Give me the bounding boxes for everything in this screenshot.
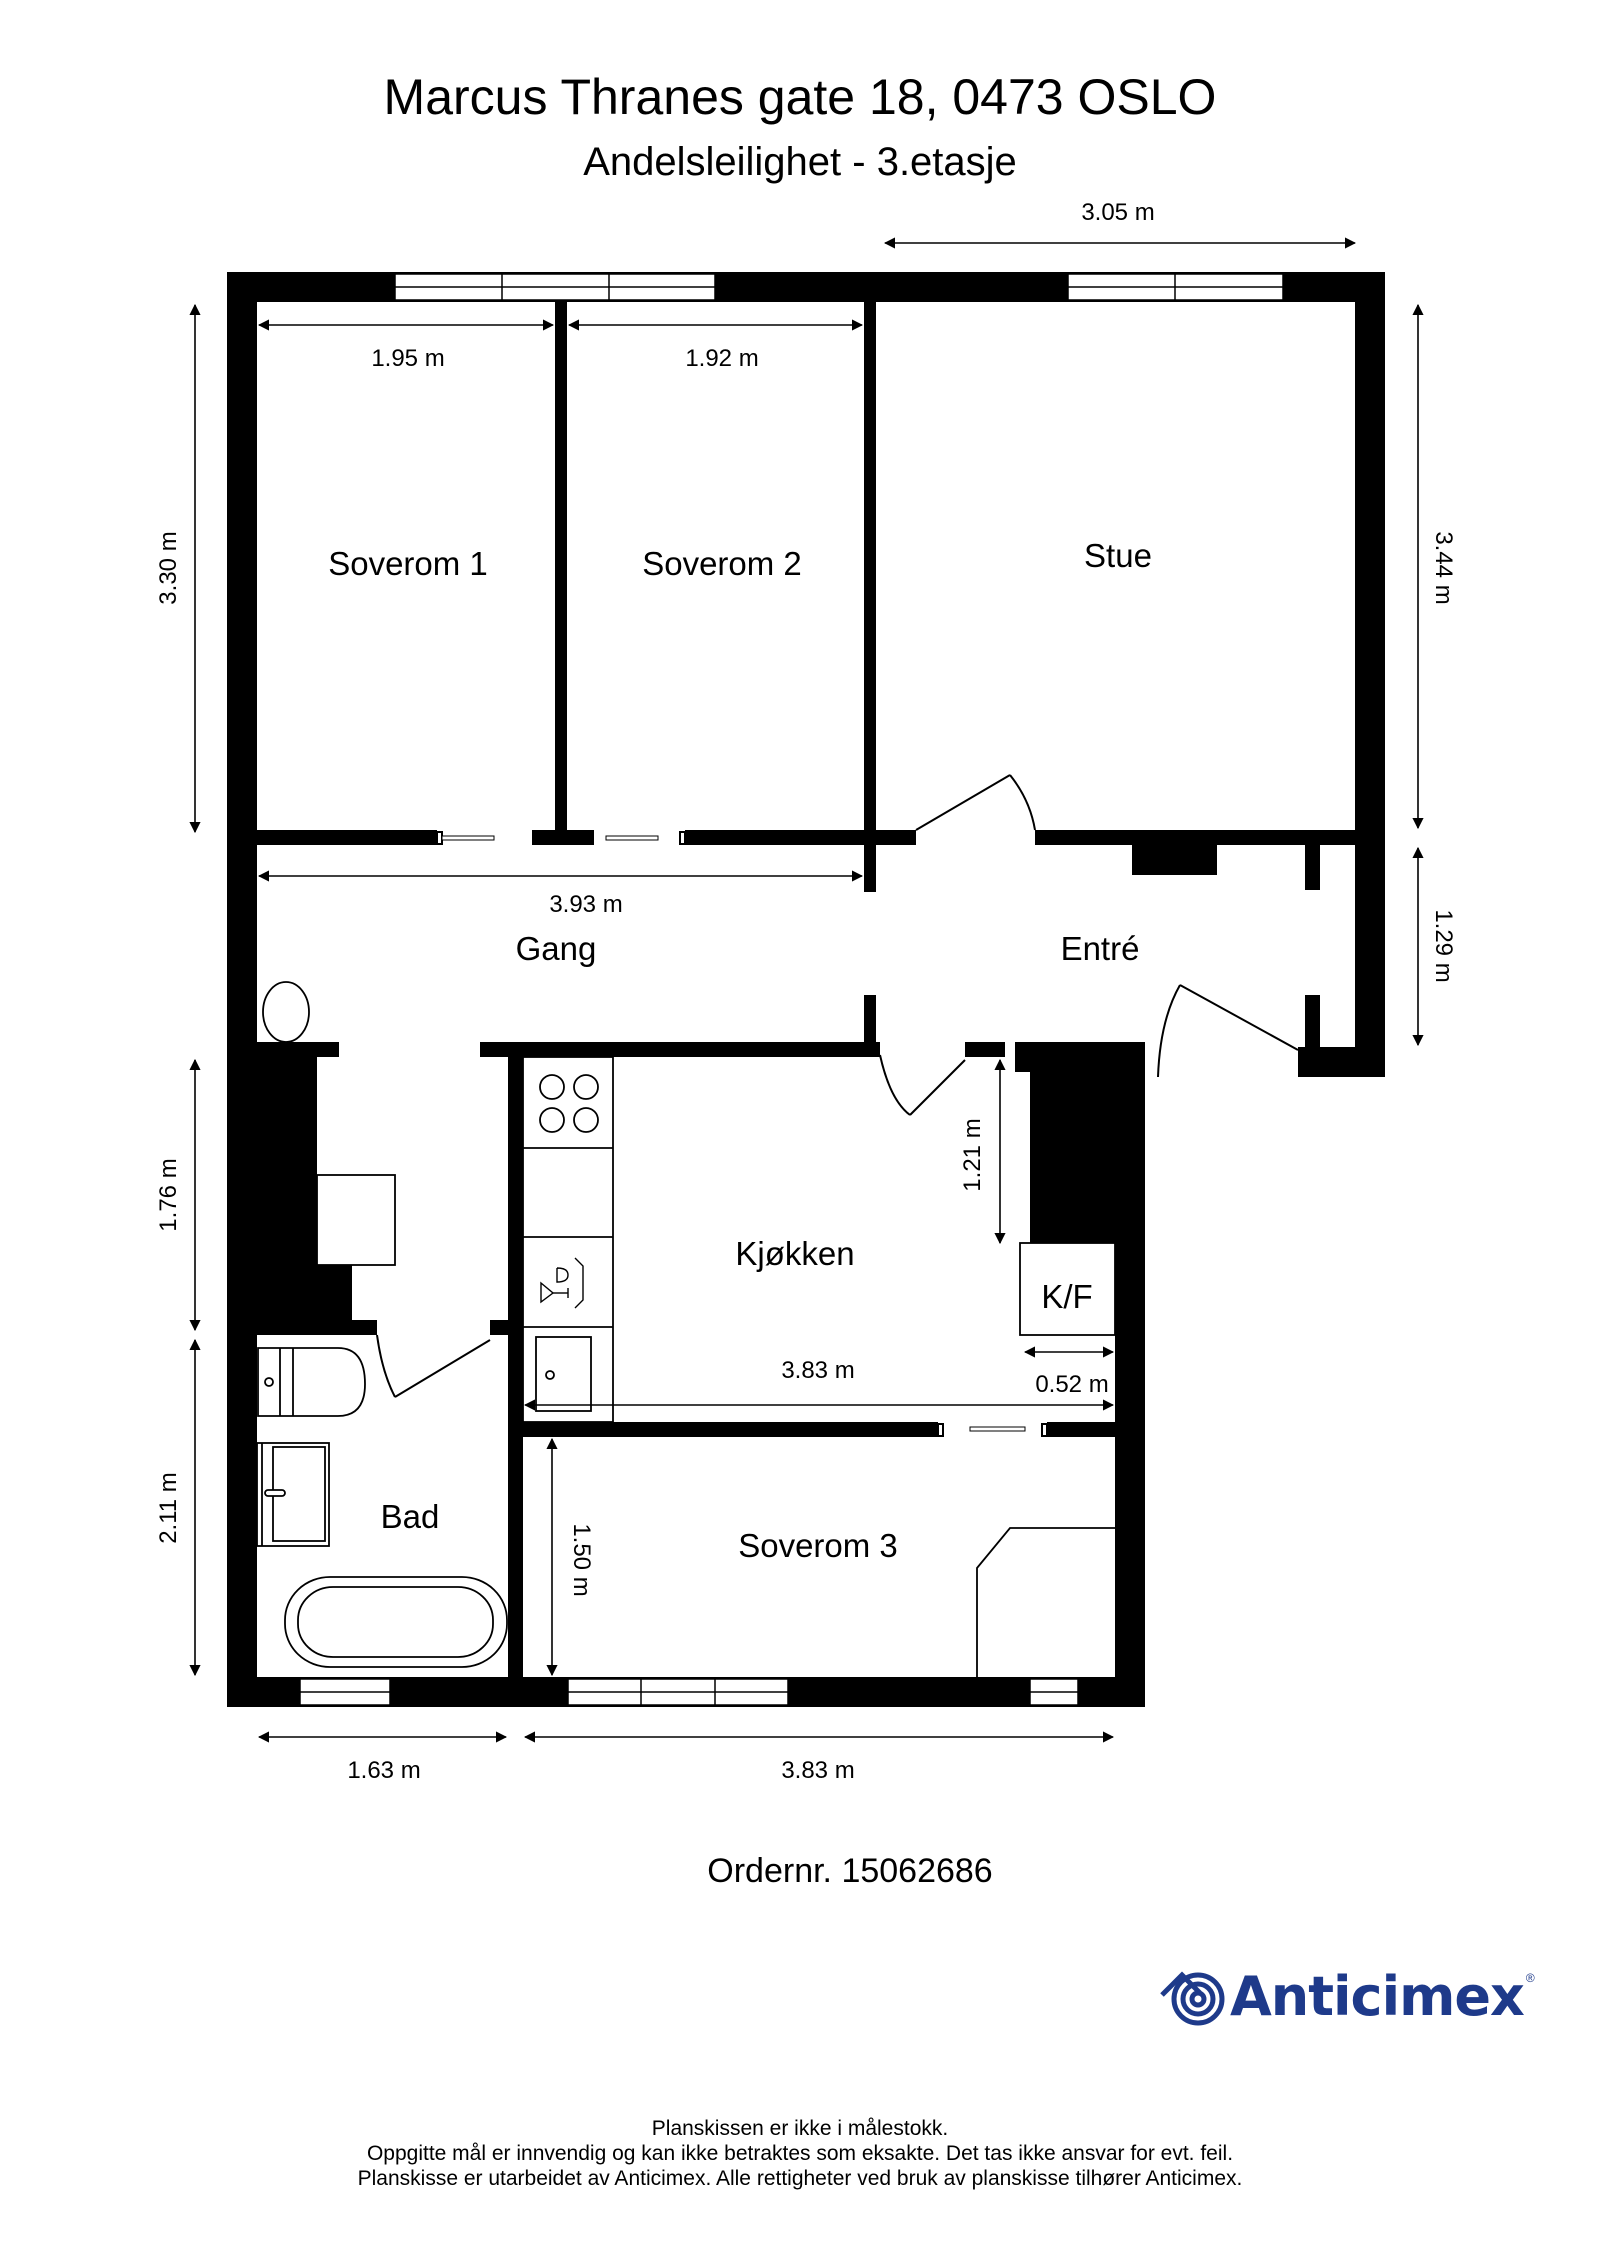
window-soverom — [394, 273, 716, 301]
kf-box — [1019, 1242, 1116, 1336]
logo-text: Anticimex — [1230, 1965, 1525, 2028]
cabinet — [316, 1174, 396, 1266]
dimension-lines — [189, 237, 1424, 1743]
doors — [376, 774, 1299, 1437]
window-soverom3 — [567, 1678, 789, 1706]
anticimex-logo: Anticimex ® — [1160, 1965, 1535, 2028]
window-stue — [1067, 273, 1284, 301]
dim-entre-height: 1.29 m — [1430, 909, 1457, 982]
dim-left-top-height: 3.30 m — [155, 531, 182, 604]
sink-icon — [535, 1336, 592, 1412]
dim-bad-width: 1.63 m — [347, 1757, 420, 1784]
room-label-soverom3: Soverom 3 — [738, 1527, 898, 1564]
room-label-gang: Gang — [516, 930, 597, 967]
room-label-stue: Stue — [1084, 537, 1152, 574]
water-heater-icon — [262, 981, 310, 1043]
fixtures — [256, 981, 1116, 1677]
dim-left-bottom-height: 2.11 m — [155, 1472, 182, 1544]
room-label-soverom2: Soverom 2 — [642, 545, 802, 582]
dim-kjokken-height: 1.21 m — [959, 1118, 986, 1191]
footer-line-3: Planskisse er utarbeidet av Anticimex. A… — [357, 2167, 1243, 2190]
dim-kjokken-width: 3.83 m — [781, 1357, 854, 1384]
wardrobe — [976, 1527, 1115, 1677]
bathtub-icon — [284, 1576, 508, 1668]
dim-soverom2-width: 1.92 m — [685, 345, 758, 372]
door-stue — [915, 774, 1036, 831]
window-soverom3-small — [1029, 1678, 1079, 1706]
page-title: Marcus Thranes gate 18, 0473 OSLO — [383, 69, 1217, 125]
dim-soverom3-width: 3.83 m — [781, 1757, 854, 1784]
dim-gang-width: 3.93 m — [549, 891, 622, 918]
walls — [227, 272, 1385, 1707]
dim-left-mid-height: 1.76 m — [155, 1158, 182, 1231]
dim-right-top-height: 3.44 m — [1430, 531, 1457, 604]
room-label-kf: K/F — [1041, 1278, 1092, 1315]
room-label-bad: Bad — [381, 1498, 440, 1535]
stove-icon — [539, 1074, 599, 1133]
dim-soverom1-width: 1.95 m — [371, 345, 444, 372]
door-kjokken — [879, 1054, 966, 1116]
room-label-soverom1: Soverom 1 — [328, 545, 488, 582]
sliding-door-soverom2 — [605, 831, 686, 845]
footer-line-1: Planskissen er ikke i målestokk. — [651, 2117, 949, 2140]
room-label-kjokken: Kjøkken — [735, 1235, 854, 1272]
sliding-door-soverom1 — [436, 831, 495, 845]
order-number: Ordernr. 15062686 — [707, 1852, 993, 1890]
tap-icon — [540, 1257, 584, 1309]
anticimex-logo-icon — [1160, 1970, 1225, 2025]
dim-kf-width: 0.52 m — [1035, 1371, 1108, 1398]
page-subtitle: Andelsleilighet - 3.etasje — [583, 140, 1017, 184]
room-label-entre: Entré — [1061, 930, 1140, 967]
dim-stue-width: 3.05 m — [1081, 199, 1154, 226]
windows — [299, 273, 1284, 1706]
sliding-door-soverom3 — [937, 1423, 1048, 1437]
washbasin-icon — [256, 1442, 330, 1547]
door-entre — [1157, 984, 1299, 1078]
dim-soverom3-height: 1.50 m — [568, 1523, 595, 1596]
logo-registered-mark: ® — [1525, 1971, 1535, 1985]
toilet-icon — [257, 1347, 366, 1417]
door-bad — [376, 1334, 491, 1398]
footer-line-2: Oppgitte mål er innvendig og kan ikke be… — [366, 2142, 1234, 2165]
window-bad — [299, 1678, 391, 1706]
